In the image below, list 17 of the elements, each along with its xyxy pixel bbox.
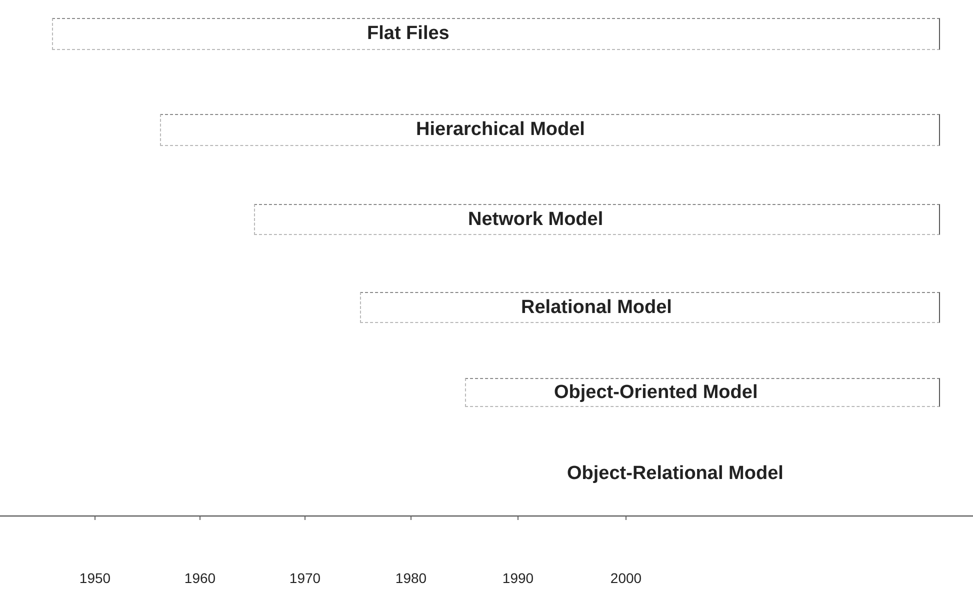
- timeline-bar: [465, 378, 940, 407]
- year-label: 1990: [502, 570, 534, 586]
- era-label: Object-Relational Model: [567, 463, 784, 485]
- timeline-bar: [360, 292, 940, 323]
- year-label: 1970: [289, 570, 321, 586]
- bar-label: Hierarchical Model: [416, 119, 585, 141]
- timeline-bar: [52, 18, 940, 50]
- bar-label: Flat Files: [367, 23, 450, 45]
- year-label: 1980: [395, 570, 427, 586]
- bar-label: Object-Oriented Model: [554, 382, 758, 404]
- year-label: 2000: [610, 570, 642, 586]
- timeline-bar: [160, 114, 940, 146]
- bar-label: Relational Model: [521, 296, 672, 318]
- year-label: 1960: [184, 570, 216, 586]
- bar-label: Network Model: [468, 208, 604, 230]
- timeline-bar: [254, 204, 940, 235]
- year-label: 1950: [79, 570, 111, 586]
